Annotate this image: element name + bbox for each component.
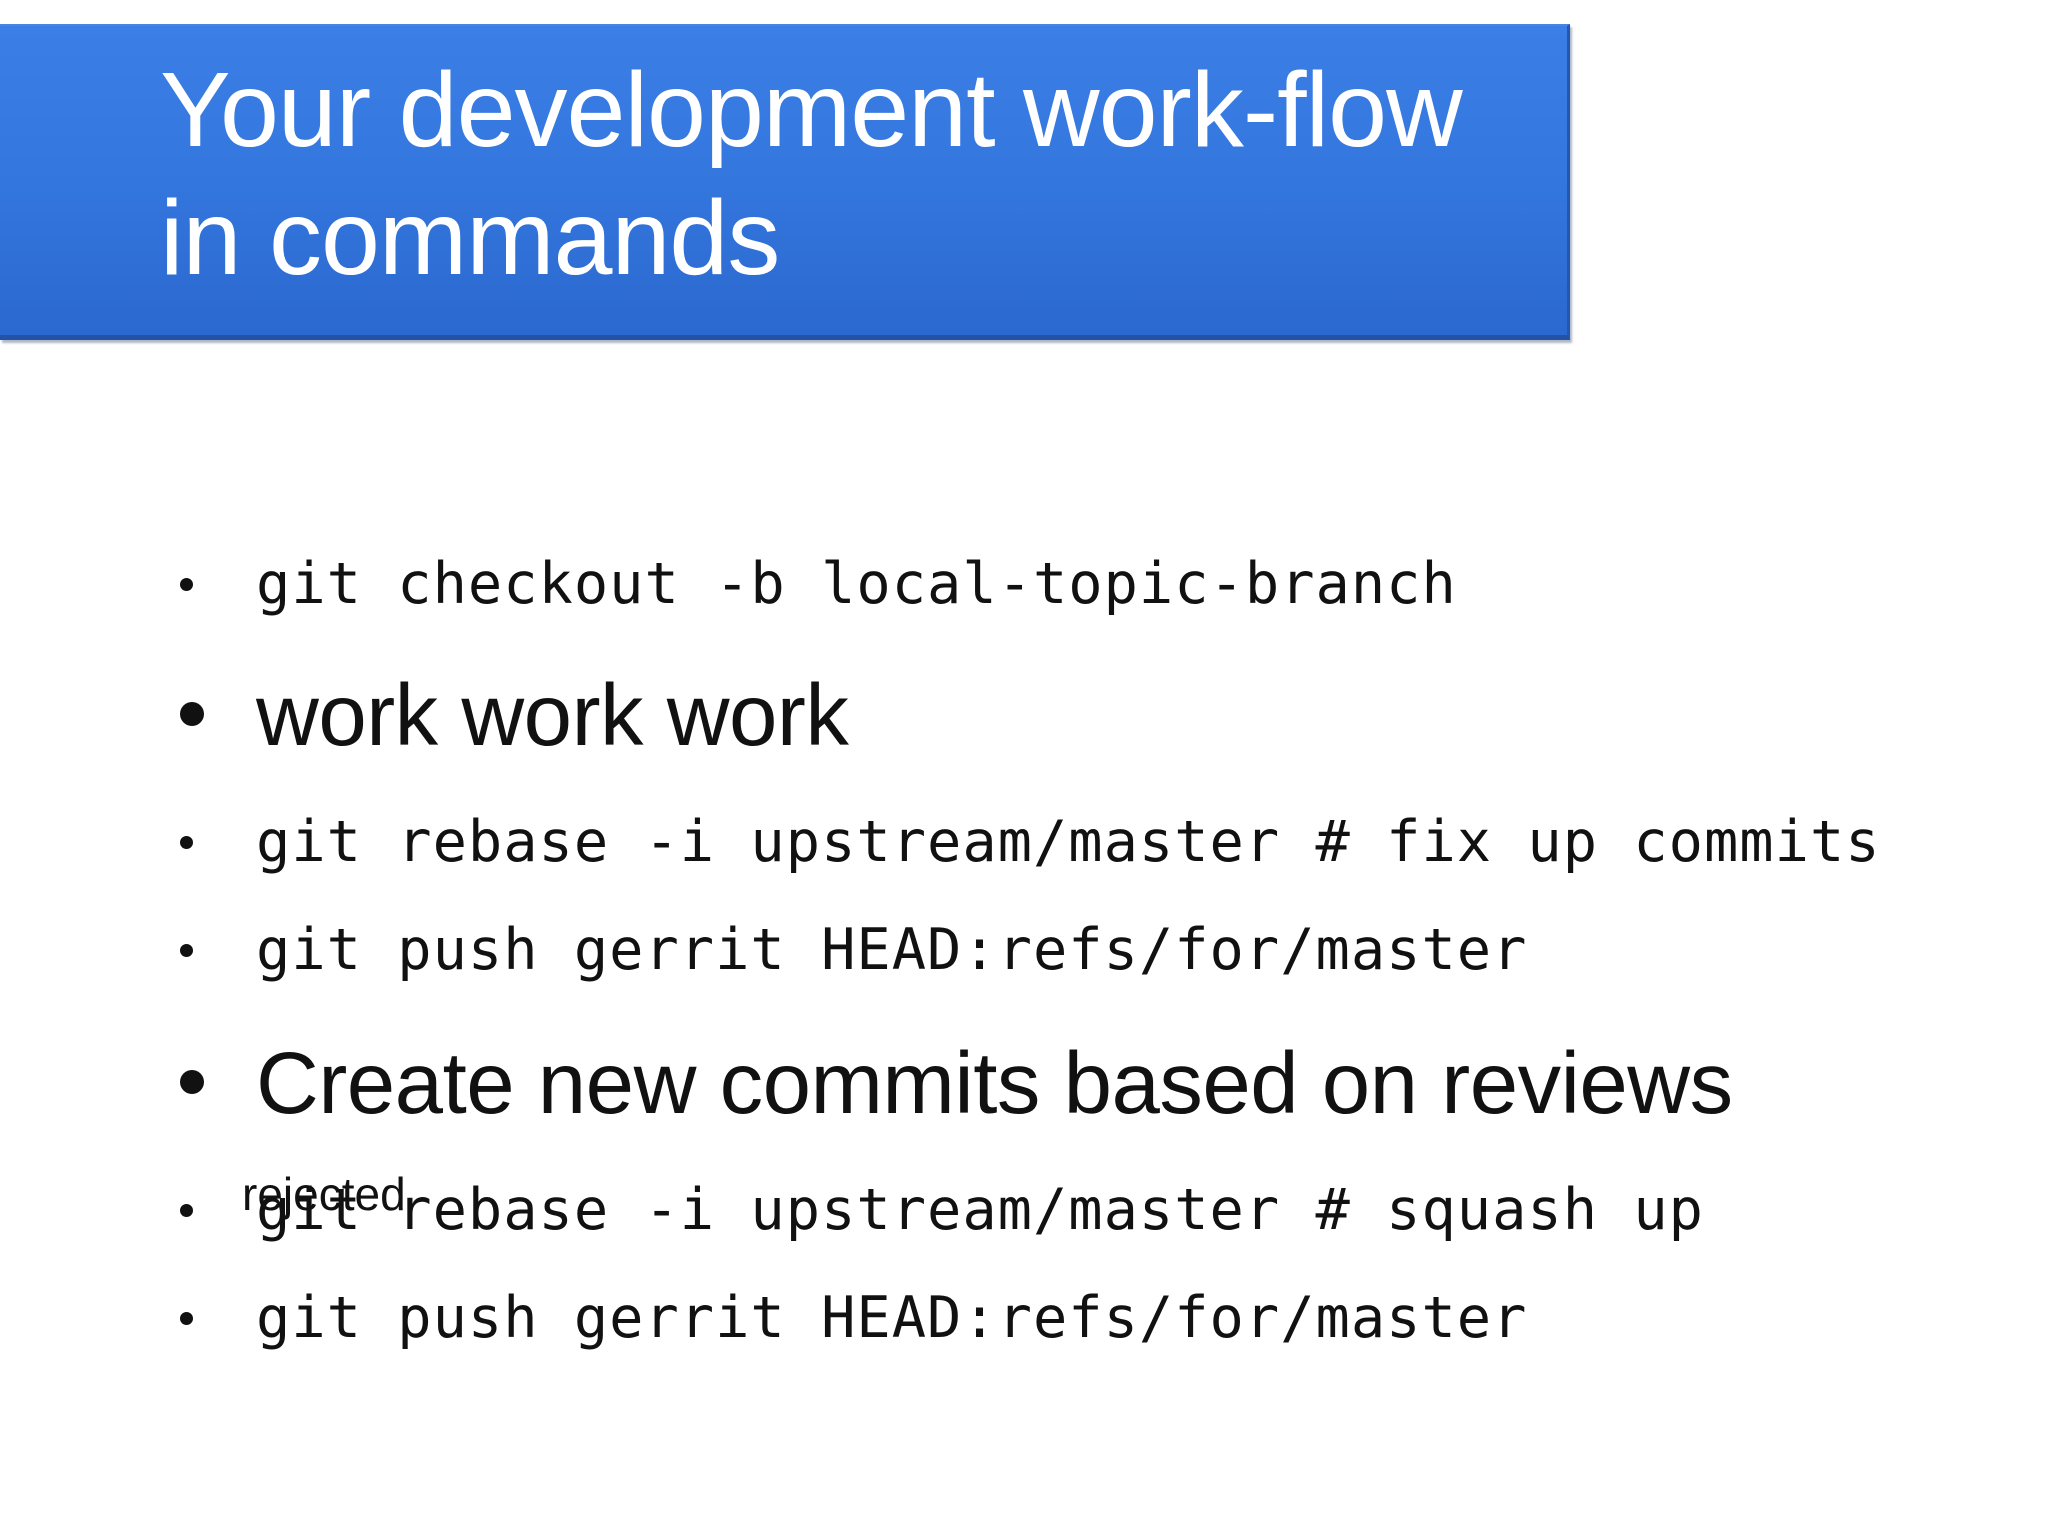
bullet-dot-icon	[180, 836, 193, 849]
title-banner: Your development work-flow in commands	[0, 24, 1570, 340]
bullet-dot-icon	[180, 578, 193, 591]
bullet-text: git rebase -i upstream/master # squash u…	[256, 1177, 1704, 1243]
bullet-dot-icon	[180, 944, 193, 957]
bullet-dot-icon	[180, 1204, 193, 1217]
bullet-dot-icon	[180, 1312, 193, 1325]
bullet-text: git checkout -b local-topic-branch	[256, 551, 1457, 617]
bullet-text: Create new commits based on reviews	[256, 1035, 1733, 1132]
bullet-dot-icon	[180, 1070, 204, 1094]
bullet-text: git push gerrit HEAD:refs/for/master	[256, 1285, 1528, 1351]
bullet-dot-icon	[180, 702, 204, 726]
bullet-text: git push gerrit HEAD:refs/for/master	[256, 917, 1528, 983]
slide-title-line-1: Your development work-flow	[160, 51, 1463, 169]
overlay-annotation: rejected	[242, 1168, 406, 1220]
slide-title: Your development work-flow in commands	[160, 46, 1580, 302]
bullet-text: git rebase -i upstream/master # fix up c…	[256, 809, 1881, 875]
slide-title-line-2: in commands	[160, 179, 780, 297]
bullet-text: work work work	[256, 667, 849, 764]
